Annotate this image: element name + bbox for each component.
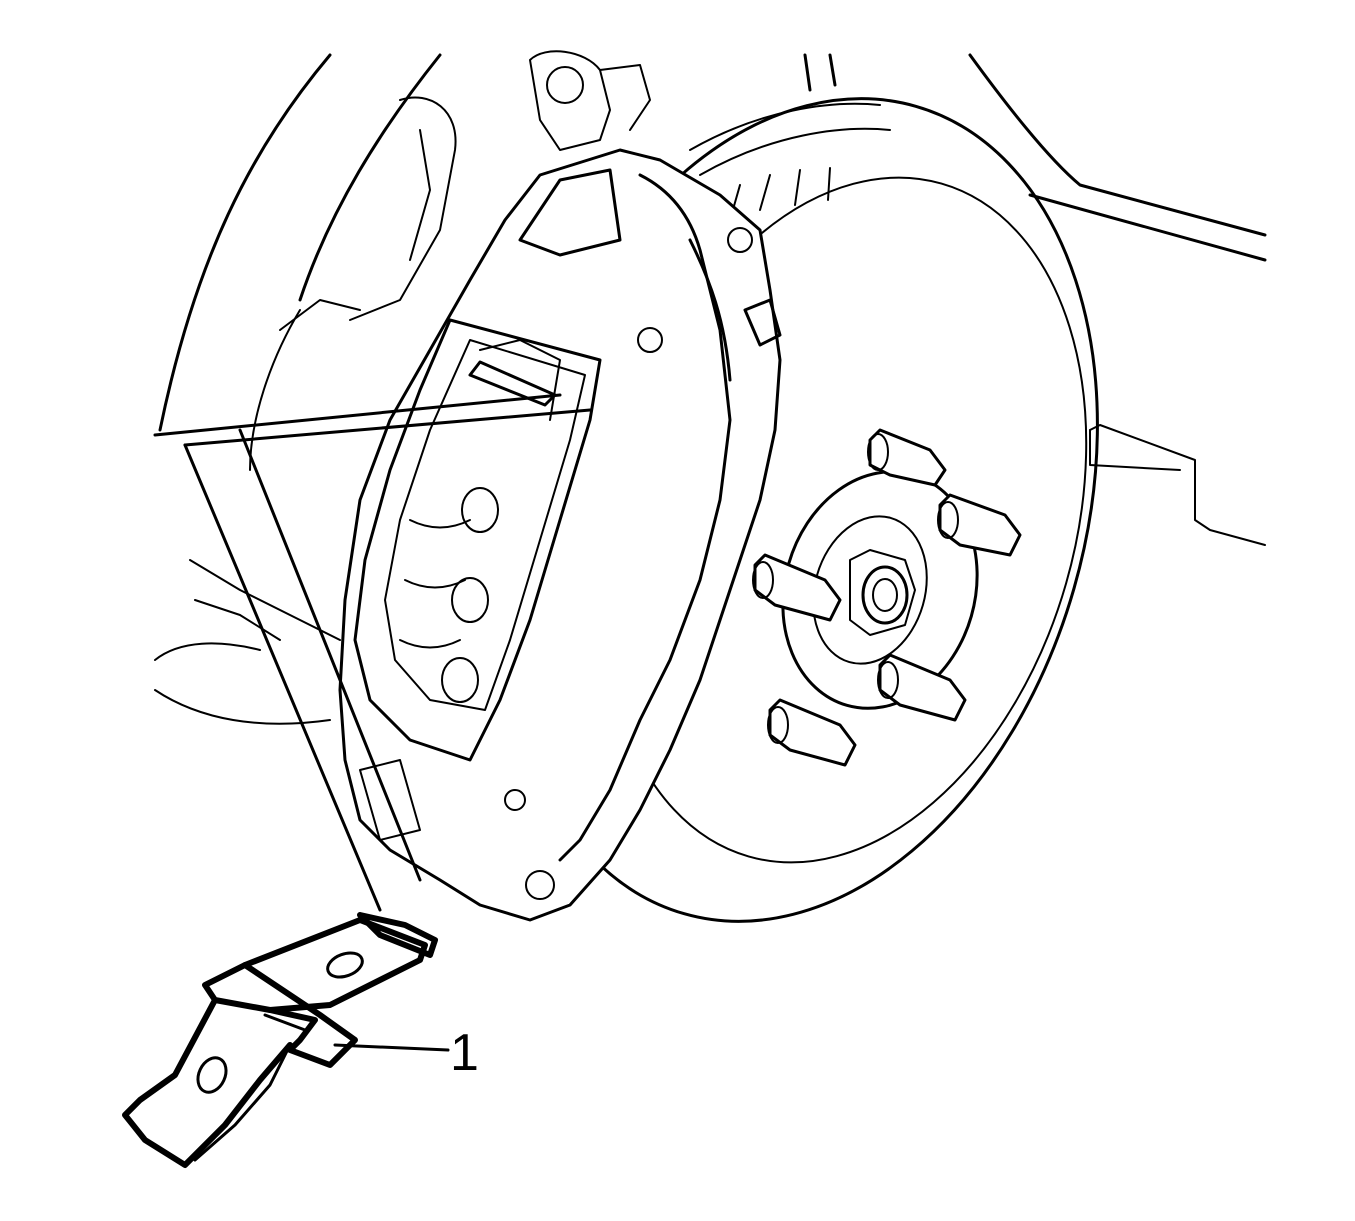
wheel-stud [767,698,857,767]
wheel-stud [877,653,967,722]
brake-hose-bracket [122,912,438,1168]
wheel-stud [867,428,947,487]
brake-pads [353,318,602,762]
wheel-stud [752,553,842,622]
wheel-stud [937,493,1022,557]
detail-view-frame [153,393,592,912]
callout-1: 1 [333,1024,479,1082]
wheel-studs [752,428,1022,767]
callout-leader-line [333,1043,450,1052]
callout-label: 1 [450,1024,479,1082]
fender-outline [158,53,1267,432]
